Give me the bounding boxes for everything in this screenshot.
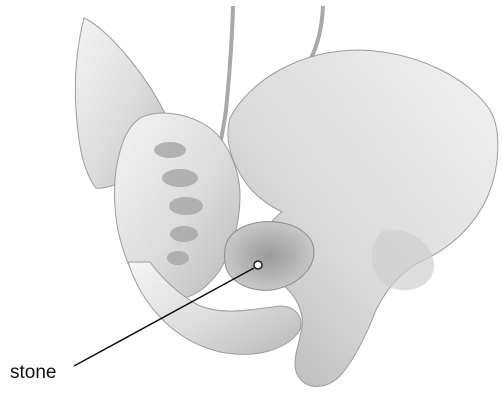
stone-marker [254,261,262,269]
right-ureter [310,6,323,60]
stone-label: stone [10,363,56,382]
